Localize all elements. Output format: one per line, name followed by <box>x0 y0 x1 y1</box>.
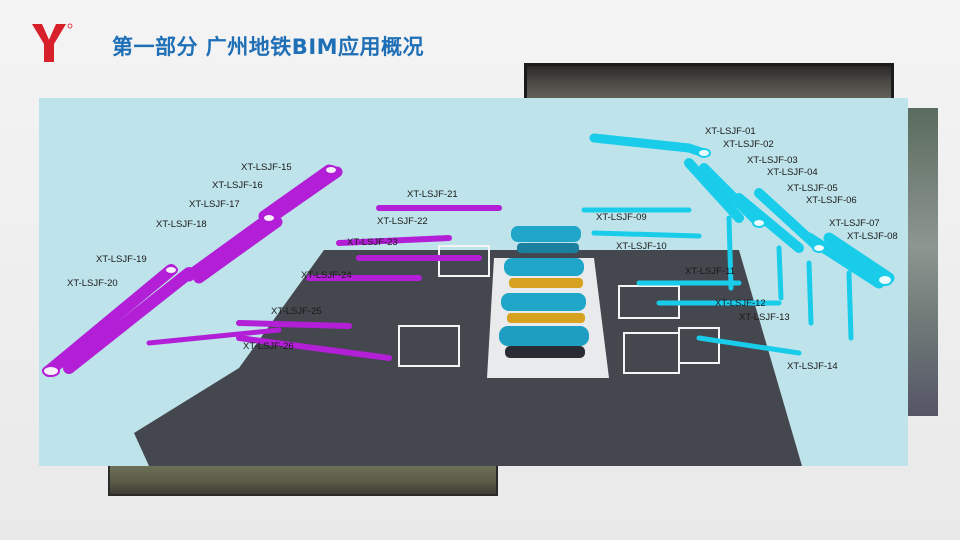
pipe-label: XT-LSJF-24 <box>301 270 352 281</box>
bim-model-view: XT-LSJF-01 XT-LSJF-02 XT-LSJF-03 XT-LSJF… <box>39 98 908 466</box>
pipe-label: XT-LSJF-19 <box>96 254 147 265</box>
pipe-label: XT-LSJF-12 <box>715 298 766 309</box>
page-title: 第一部分 广州地铁BIM应用概况 <box>112 35 425 59</box>
chiller-units <box>499 226 589 358</box>
pipe-label: XT-LSJF-02 <box>723 139 774 150</box>
pipe-labels: XT-LSJF-01 XT-LSJF-02 XT-LSJF-03 XT-LSJF… <box>67 126 898 372</box>
pipe-label: XT-LSJF-09 <box>596 212 647 223</box>
bim-model-canvas: XT-LSJF-01 XT-LSJF-02 XT-LSJF-03 XT-LSJF… <box>42 126 898 466</box>
pipe-label: XT-LSJF-07 <box>829 218 880 229</box>
pipe-label: XT-LSJF-10 <box>616 241 667 252</box>
left-pipe-system <box>42 164 502 377</box>
pipe-label: XT-LSJF-06 <box>806 195 857 206</box>
pipe-label: XT-LSJF-04 <box>767 167 818 178</box>
pipe-label: XT-LSJF-15 <box>241 162 292 173</box>
pipe-label: XT-LSJF-14 <box>787 361 838 372</box>
pipe-label: XT-LSJF-25 <box>271 306 322 317</box>
pipe-label: XT-LSJF-26 <box>243 341 294 352</box>
site-photo-bottom <box>108 462 498 496</box>
pipe-label: XT-LSJF-21 <box>407 189 458 200</box>
pipe-label: XT-LSJF-18 <box>156 219 207 230</box>
pipe-label: XT-LSJF-17 <box>189 199 240 210</box>
pipe-label: XT-LSJF-05 <box>787 183 838 194</box>
brand-logo-icon <box>32 23 73 62</box>
pipe-label: XT-LSJF-01 <box>705 126 756 137</box>
pipe-label: XT-LSJF-20 <box>67 278 118 289</box>
pipe-label: XT-LSJF-16 <box>212 180 263 191</box>
pipe-label: XT-LSJF-11 <box>685 266 735 277</box>
pipe-label: XT-LSJF-13 <box>739 312 790 323</box>
floor-slab <box>134 250 802 466</box>
right-pipe-system <box>581 133 895 356</box>
pipe-label: XT-LSJF-08 <box>847 231 898 242</box>
pipe-label: XT-LSJF-22 <box>377 216 428 227</box>
pipe-label: XT-LSJF-03 <box>747 155 798 166</box>
pipe-label: XT-LSJF-23 <box>347 237 398 248</box>
support-frames <box>398 245 720 374</box>
